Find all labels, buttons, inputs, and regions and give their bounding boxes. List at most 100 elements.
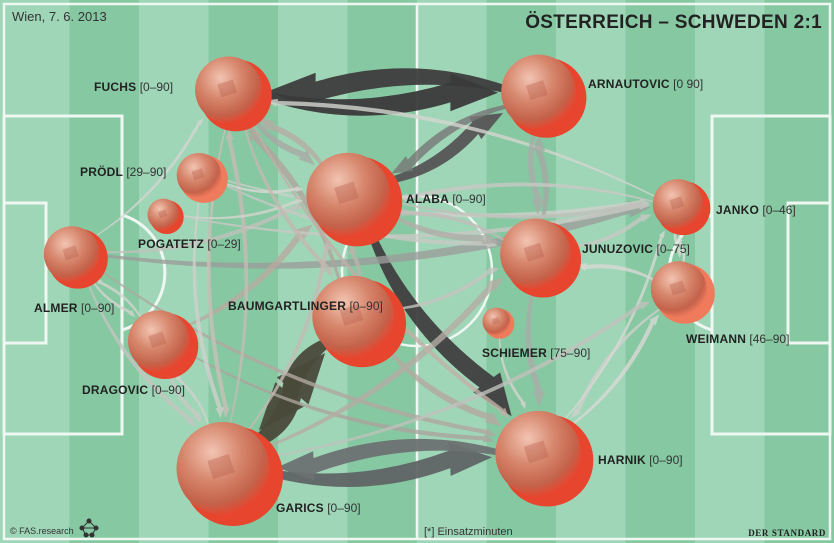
right-goal-area <box>786 201 832 345</box>
node-sphere <box>650 261 707 317</box>
pass-arrow-alaba-to-harnik <box>362 214 512 417</box>
node-highlight <box>148 331 167 348</box>
pass-arrow-fuchs-to-alaba <box>244 103 315 166</box>
node-highlight <box>339 303 364 326</box>
node-highlight <box>207 454 235 480</box>
node-sphere <box>312 275 395 358</box>
player-node-dragovic <box>127 310 199 379</box>
node-sphere <box>127 310 190 372</box>
player-label-weimann: WEIMANN [46–90] <box>686 332 790 346</box>
player-node-pogatetz <box>147 198 184 235</box>
player-node-arnautovic <box>501 54 587 138</box>
player-label-baumgartlinger: BAUMGARTLINGER [0–90] <box>228 299 383 313</box>
node-sphere <box>501 54 576 129</box>
player-label-schiemer: SCHIEMER [75–90] <box>482 346 591 360</box>
node-sphere <box>195 56 263 124</box>
player-node-alaba <box>306 152 403 247</box>
player-label-proedl: PRÖDL [29–90] <box>80 165 167 179</box>
player-label-garics: GARICS [0–90] <box>276 501 361 515</box>
pass-arrow-dragovic-to-almer <box>95 277 148 330</box>
pass-arrow-weimann-to-harnik <box>571 302 670 419</box>
match-title: ÖSTERREICH – SCHWEDEN 2:1 <box>525 12 822 33</box>
pass-arrow-janko-to-alaba <box>396 182 665 206</box>
player-node-garics <box>176 422 283 526</box>
node-highlight <box>62 245 79 261</box>
pass-arrow-weimann-to-junuzovic <box>575 262 665 287</box>
left-goal-area <box>2 201 48 345</box>
pass-arrow-junuzovic-to-janko <box>556 214 652 249</box>
pass-arrow-alaba-to-junuzovic <box>373 202 499 245</box>
node-sphere <box>495 410 581 497</box>
pitch-stripe <box>764 0 834 543</box>
match-date: Wien, 7. 6. 2013 <box>12 9 107 24</box>
pass-arrow-harnik-to-garics <box>276 438 515 481</box>
player-label-pogatetz: POGATETZ [0–29] <box>138 237 241 251</box>
pass-arrow-schiemer-to-harnik <box>498 329 526 410</box>
pass-arrow-alaba-to-janko <box>374 196 651 219</box>
node-sphere <box>482 307 511 336</box>
node-highlight <box>669 196 685 210</box>
pass-arrow-dragovic-to-garics <box>167 357 202 424</box>
player-label-junuzovic: JUNUZOVIC [0–75] <box>582 242 690 256</box>
node-highlight <box>525 80 548 101</box>
player-nodes <box>43 54 715 526</box>
player-node-harnik <box>495 410 594 507</box>
player-label-alaba: ALABA [0–90] <box>406 192 486 206</box>
player-node-baumgartlinger <box>312 275 407 368</box>
network-logo-icon <box>79 518 99 538</box>
pass-arrow-pogatetz-to-alaba <box>173 198 304 220</box>
player-node-weimann <box>650 261 715 324</box>
node-highlight <box>191 168 205 181</box>
node-sphere <box>176 422 270 515</box>
pass-arrow-arnautovic-to-alaba <box>391 102 522 174</box>
pass-arrow-arnautovic-to-junuzovic <box>527 114 545 216</box>
footnote-text: [*] Einsatzminuten <box>424 526 513 538</box>
pass-arrow-alaba-to-fuchs <box>258 116 333 181</box>
node-highlight <box>523 440 549 464</box>
pass-arrow-proedl-to-garics <box>192 189 224 419</box>
player-node-almer <box>43 226 108 289</box>
node-highlight <box>491 317 500 325</box>
node-sphere <box>147 198 180 231</box>
player-node-fuchs <box>195 56 272 132</box>
player-label-arnautovic: ARNAUTOVIC [0 90] <box>588 77 704 91</box>
pass-arrows <box>81 68 686 488</box>
pass-arrow-garics-to-fuchs <box>224 128 249 443</box>
pass-arrow-fuchs-to-garics <box>206 110 231 419</box>
player-label-janko: JANKO [0–46] <box>716 203 796 217</box>
pass-arrow-almer-to-dragovic <box>84 266 136 318</box>
node-highlight <box>669 280 686 296</box>
player-node-janko <box>652 179 711 236</box>
pass-arrow-baumgartlinger-to-fuchs <box>248 124 345 298</box>
player-label-almer: ALMER [0–90] <box>34 301 115 315</box>
node-sphere <box>500 218 571 290</box>
credit-text: © FAS.research <box>10 526 74 536</box>
pass-arrow-junuzovic-to-harnik <box>525 275 546 408</box>
node-highlight <box>217 79 237 98</box>
node-highlight <box>158 209 168 219</box>
pass-arrow-alaba-to-arnautovic <box>370 113 504 186</box>
node-sphere <box>43 226 100 282</box>
node-sphere <box>176 152 222 198</box>
player-label-fuchs: FUCHS [0–90] <box>94 80 174 94</box>
node-highlight <box>334 181 359 205</box>
pass-arrow-baumgartlinger-to-junuzovic <box>377 267 500 311</box>
node-sphere <box>652 179 704 230</box>
pass-arrow-baumgartlinger-to-garics <box>258 334 342 431</box>
pass-arrow-almer-to-alaba <box>89 203 305 254</box>
player-label-dragovic: DRAGOVIC [0–90] <box>82 383 185 397</box>
player-node-schiemer <box>482 307 515 339</box>
pass-arrow-junuzovic-to-alaba <box>394 209 518 250</box>
node-highlight <box>523 242 545 262</box>
pass-arrow-proedl-to-alaba <box>213 177 304 194</box>
pass-arrow-junuzovic-to-arnautovic <box>532 134 550 235</box>
player-node-proedl <box>176 152 228 203</box>
player-label-harnik: HARNIK [0–90] <box>598 453 683 467</box>
pass-arrow-baumgartlinger-to-harnik <box>373 331 502 427</box>
node-sphere <box>306 152 391 237</box>
pass-arrow-harnik-to-weimann <box>555 314 660 437</box>
pitch-stripe <box>695 0 766 543</box>
brand-wordmark: DER STANDARD <box>748 528 826 538</box>
